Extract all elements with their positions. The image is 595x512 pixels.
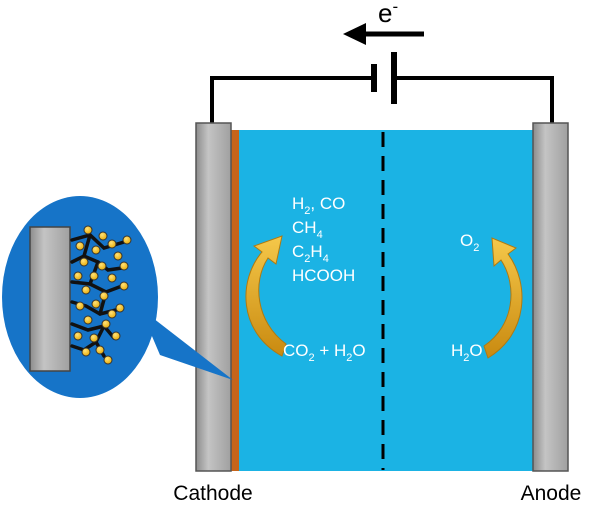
electrolyte	[238, 130, 536, 471]
reactant-co2-h2o: CO2 + H2O	[283, 341, 366, 364]
electron-flow-arrow-icon	[343, 23, 424, 45]
catalyst-layer	[231, 130, 239, 471]
anode-electrode	[532, 122, 569, 472]
catalyst-particles-icon	[70, 225, 132, 365]
product-ch4: CH4	[292, 218, 323, 241]
electron-label: e-	[378, 0, 398, 28]
reactant-h2o: H2O	[451, 341, 483, 364]
anode-reaction-arrow-icon	[483, 237, 523, 359]
magnified-catalyst-view	[2, 196, 233, 398]
battery-symbol-icon	[371, 52, 397, 104]
magnifier-pointer	[140, 308, 233, 380]
product-h2-co: H2, CO	[292, 194, 345, 217]
circuit-wire	[210, 76, 554, 124]
product-hcooh: HCOOH	[292, 266, 355, 285]
product-o2: O2	[460, 231, 479, 254]
magnified-electrode	[29, 226, 71, 372]
cathode-reaction-arrow-icon	[245, 235, 287, 357]
anode-label: Anode	[521, 482, 582, 505]
cathode-electrode	[195, 122, 232, 472]
magnifier-circle	[2, 196, 158, 398]
product-c2h4: C2H4	[292, 242, 329, 265]
cathode-label: Cathode	[173, 482, 252, 505]
